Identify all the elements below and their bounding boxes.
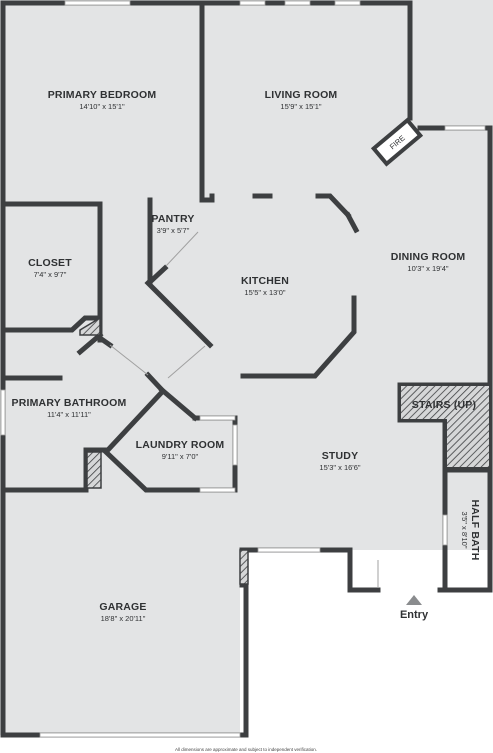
study-dims: 15'3" x 16'6" (319, 463, 360, 472)
kitchen-label: KITCHEN (241, 275, 289, 287)
hatched-areas (79, 316, 491, 585)
half-bath-dims: 3'5" x 8'10" (460, 512, 469, 549)
living-room-dims: 15'9" x 15'1" (280, 102, 321, 111)
pantry-dims: 3'9" x 5'7" (157, 226, 190, 235)
living-room-label: LIVING ROOM (265, 89, 338, 101)
pantry-label: PANTRY (151, 213, 194, 225)
study-label: STUDY (322, 450, 359, 462)
fireplace: FIRE (370, 117, 424, 167)
kitchen-dims: 15'5" x 13'0" (244, 288, 285, 297)
laundry-room-label: LAUNDRY ROOM (136, 439, 225, 451)
entry-label: Entry (400, 609, 429, 621)
doors (109, 231, 379, 588)
windows (0, 0, 486, 738)
stairs-label: STAIRS (UP) (412, 399, 476, 411)
primary-bathroom-label: PRIMARY BATHROOM (11, 397, 126, 409)
primary-bedroom-label: PRIMARY BEDROOM (48, 89, 157, 101)
dining-room-dims: 10'3" x 19'4" (407, 264, 448, 273)
dining-room-label: DINING ROOM (391, 251, 466, 263)
laundry-room-dims: 9'11" x 7'0" (162, 452, 199, 461)
entry-marker: Entry (400, 595, 429, 621)
primary-bathroom-dims: 11'4" x 11'11" (47, 410, 91, 419)
garage-dims: 18'8" x 20'11" (101, 614, 146, 623)
primary-bedroom-dims: 14'10" x 15'1" (79, 102, 125, 111)
entry-arrow-icon (406, 595, 422, 605)
disclaimer-text: All dimensions are approximate and subje… (175, 747, 317, 752)
closet-dims: 7'4" x 9'7" (34, 270, 67, 279)
garage-label: GARAGE (99, 601, 146, 613)
half-bath-label: HALF BATH (469, 499, 481, 560)
room-labels: PRIMARY BEDROOM 14'10" x 15'1" LIVING RO… (11, 89, 481, 623)
closet-label: CLOSET (28, 257, 72, 269)
